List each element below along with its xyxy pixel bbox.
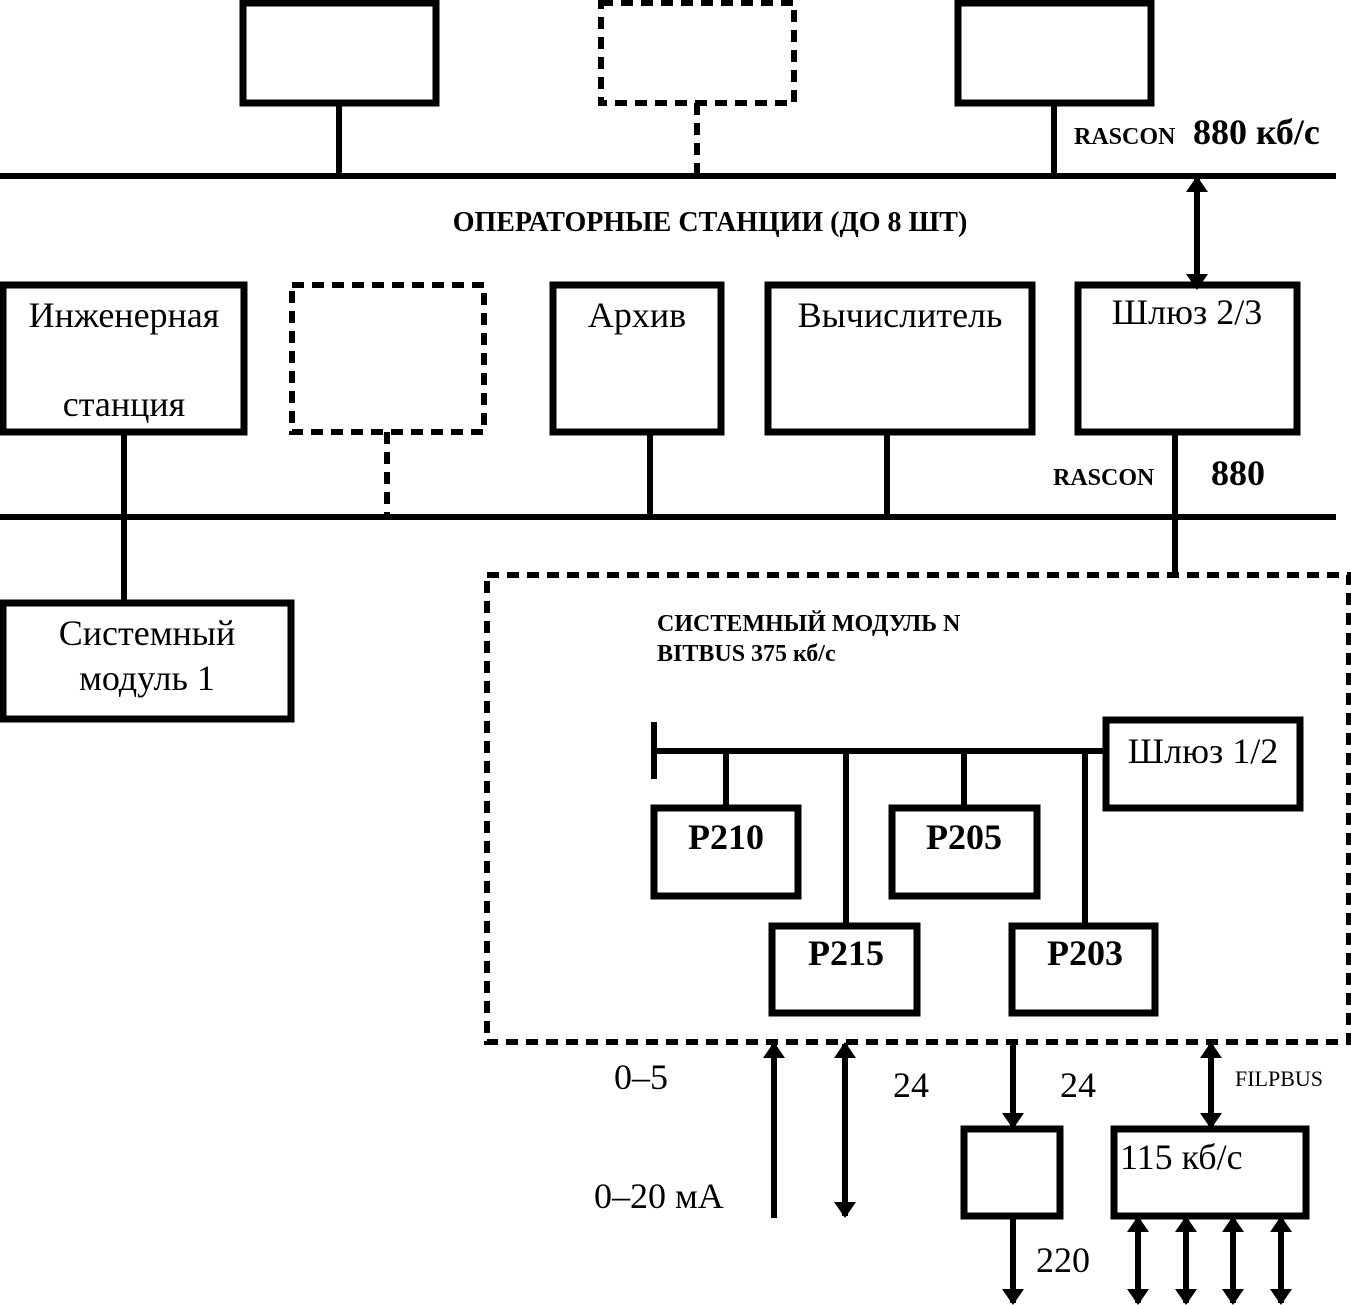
bitbus-label: BITBUS 375 кб/с	[657, 641, 836, 667]
system-module-n-box	[484, 572, 1351, 1045]
p210-box	[650, 804, 802, 900]
calculator-label: Вычислитель	[798, 295, 1003, 335]
relay-box	[960, 1125, 1064, 1220]
current-0-20-label: 0–20 мА	[594, 1176, 724, 1216]
middle-bus-protocol: RASCON	[1053, 465, 1155, 491]
operator-stations-caption: ОПЕРАТОРНЫЕ СТАНЦИИ (ДО 8 ШТ)	[453, 207, 968, 238]
system-module-n-title: СИСТЕМНЫЙ МОДУЛЬ N	[657, 611, 961, 637]
archive-label: Архив	[588, 295, 686, 335]
voltage-24-left-label: 24	[893, 1065, 929, 1105]
top-bus-protocol: RASCON	[1074, 124, 1176, 150]
operator-station-3	[954, 0, 1155, 107]
p203-box	[1008, 922, 1159, 1017]
operator-station-1	[239, 0, 440, 107]
voltage-24-right-label: 24	[1060, 1065, 1096, 1105]
voltage-220-label: 220	[1036, 1240, 1090, 1280]
gateway-23-box	[1074, 281, 1301, 436]
system-module-1-label-1: Системный	[59, 613, 235, 653]
filpbus-speed-label: 115 кб/с	[1120, 1137, 1243, 1177]
system-module-1-label-2: модуль 1	[79, 658, 215, 698]
optional-station-box	[289, 282, 487, 435]
middle-bus-speed: 880	[1211, 453, 1265, 493]
archive-box	[549, 281, 725, 436]
gateway-23-label: Шлюз 2/3	[1112, 292, 1262, 332]
filpbus-module-box	[1110, 1125, 1310, 1220]
operator-station-optional	[598, 0, 797, 106]
p205-label: P205	[926, 817, 1002, 857]
engineering-station-label-2: станция	[63, 384, 185, 424]
filpbus-label: FILPBUS	[1235, 1066, 1323, 1091]
system-module-1-box	[0, 599, 295, 723]
top-bus-speed: 880 кб/с	[1193, 112, 1320, 152]
calculator-box	[764, 281, 1036, 436]
engineering-station-label-1: Инженерная	[29, 295, 220, 335]
p210-label: P210	[688, 817, 764, 857]
p215-label: P215	[808, 933, 884, 973]
p205-box	[888, 804, 1041, 900]
p215-box	[768, 922, 921, 1017]
gateway-12-box	[1102, 716, 1304, 812]
voltage-0-5-label: 0–5	[614, 1057, 668, 1097]
p203-label: P203	[1047, 933, 1123, 973]
gateway-12-label: Шлюз 1/2	[1128, 731, 1278, 771]
